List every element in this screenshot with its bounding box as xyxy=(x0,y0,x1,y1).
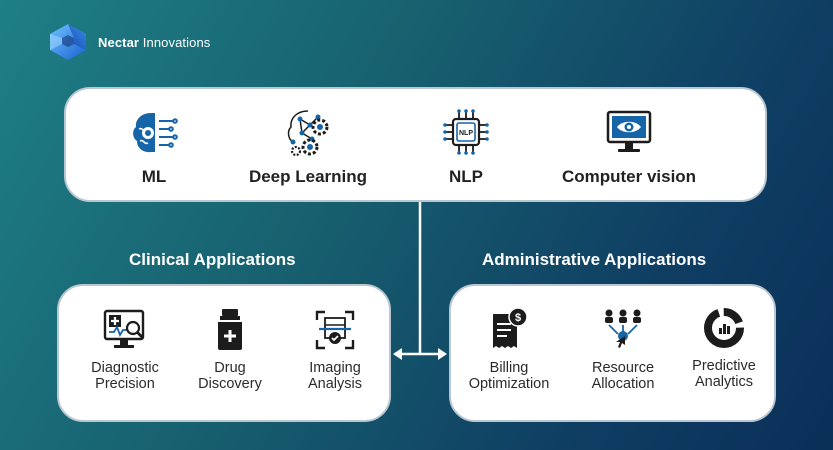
svg-text:$: $ xyxy=(515,312,521,324)
monitor-eye-icon xyxy=(606,110,652,152)
tech-label-deep-learning: Deep Learning xyxy=(248,167,368,186)
tech-item-ml[interactable]: ML xyxy=(106,109,202,187)
tech-item-deep-learning[interactable]: Deep Learning xyxy=(228,107,388,187)
tech-item-computer-vision[interactable]: Computer vision xyxy=(539,109,719,187)
svg-text:NLP: NLP xyxy=(459,130,473,137)
clinical-applications-title: Clinical Applications xyxy=(129,250,296,269)
nlp-chip-icon: NLP xyxy=(443,109,489,155)
nectar-logo-icon xyxy=(50,24,86,60)
brand[interactable]: Nectar Innovations xyxy=(46,20,210,64)
administrative-applications-title: Administrative Applications xyxy=(482,250,707,269)
technologies-panel: ML Deep Lea xyxy=(64,87,767,202)
tech-label-ml: ML xyxy=(141,167,167,186)
tech-item-nlp[interactable]: NLP NLP xyxy=(421,107,511,187)
brain-gear-icon xyxy=(133,113,178,153)
invoice-dollar-icon: $ xyxy=(493,307,528,348)
arrow-right-icon xyxy=(438,348,447,360)
arrow-left-icon xyxy=(393,348,402,360)
neural-network-gears-icon xyxy=(287,110,329,157)
brand-name: Nectar Innovations xyxy=(98,34,211,50)
scan-imaging-icon xyxy=(315,310,355,350)
tech-label-computer-vision: Computer vision xyxy=(561,167,697,186)
tech-label-nlp: NLP xyxy=(449,167,483,186)
donut-analytics-icon xyxy=(704,308,744,348)
medicine-bottle-icon xyxy=(218,309,242,350)
people-network-icon xyxy=(605,309,641,348)
diagnostic-monitor-icon xyxy=(103,309,145,348)
